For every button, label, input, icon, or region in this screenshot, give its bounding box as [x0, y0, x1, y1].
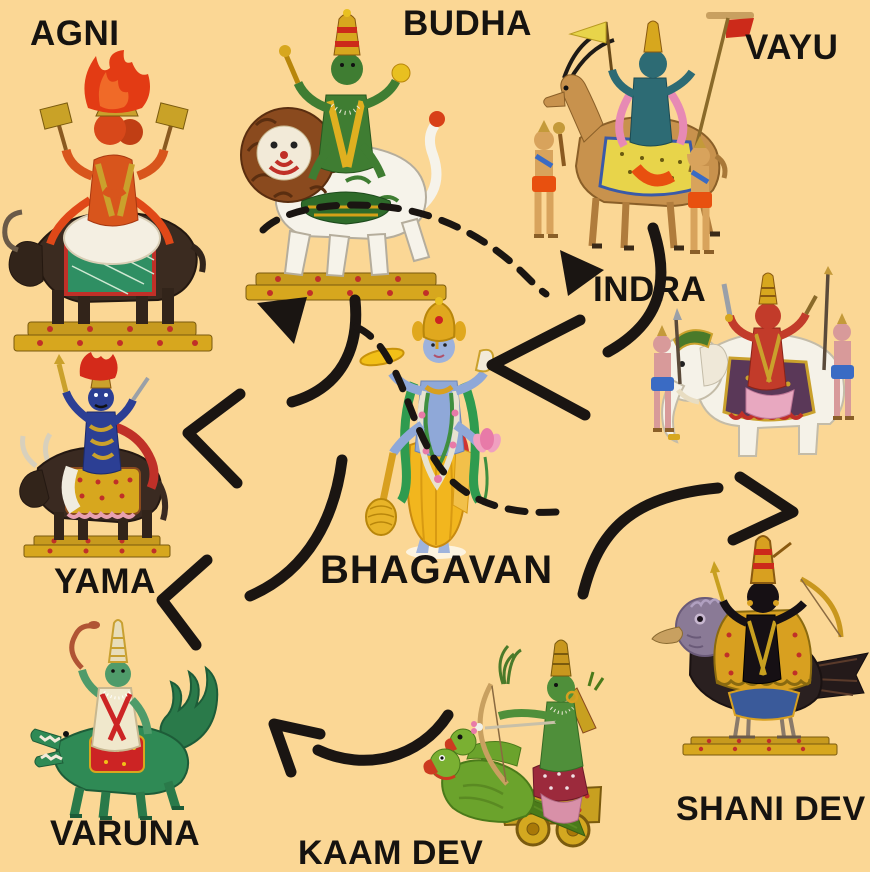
- shani-on-crow-icon: [651, 535, 869, 756]
- agni-pedestal: [13, 321, 213, 352]
- agni-label: AGNI: [30, 14, 120, 53]
- indra-label: INDRA: [593, 270, 707, 309]
- kaamdev-label: KAAM DEV: [298, 834, 484, 872]
- varuna-on-makara-icon: [30, 619, 219, 820]
- bhagavan-figure: [352, 295, 557, 563]
- bhagavan-label: BHAGAVAN: [320, 548, 554, 592]
- budha-label: BUDHA: [403, 4, 532, 43]
- vishnu-standing-icon: [359, 297, 501, 559]
- shanidev-label: SHANI DEV: [676, 790, 866, 828]
- indra-rider: [721, 272, 818, 422]
- vayu-label: VAYU: [745, 28, 839, 67]
- kaamdev-rider: [471, 639, 605, 824]
- bhagavan-head: [412, 297, 466, 363]
- kaamdev-figure: [415, 596, 610, 848]
- yama-on-buffalo-icon: [19, 352, 171, 558]
- budha-on-lion-icon: [240, 9, 447, 301]
- vayu-on-antelope-icon: [532, 12, 754, 254]
- indra-figure: [638, 266, 870, 462]
- indra-attendant-left: [651, 308, 682, 432]
- vayu-attendant-left: [532, 120, 566, 238]
- agni-rider: [39, 50, 189, 296]
- yama-rider: [54, 352, 159, 519]
- agni-on-ram-icon: [2, 50, 213, 352]
- agni-figure: [0, 50, 225, 355]
- varuna-rider: [69, 619, 152, 773]
- varuna-figure: [28, 610, 223, 828]
- vayu-figure: [518, 10, 770, 262]
- vayu-attendant-right: [687, 136, 714, 254]
- shani-pedestal: [682, 736, 838, 756]
- yama-label: YAMA: [54, 562, 156, 601]
- indra-attendant-right: [822, 266, 854, 420]
- varuna-label: VARUNA: [50, 814, 201, 853]
- yama-pedestal: [23, 535, 171, 558]
- shani-figure: [643, 515, 870, 763]
- yama-figure: [10, 350, 182, 562]
- bhagavan-body: [397, 380, 483, 559]
- kaamdev-parrot-chariot-icon: [423, 639, 605, 848]
- budha-figure: [226, 5, 458, 305]
- indra-on-elephant-icon: [651, 266, 854, 457]
